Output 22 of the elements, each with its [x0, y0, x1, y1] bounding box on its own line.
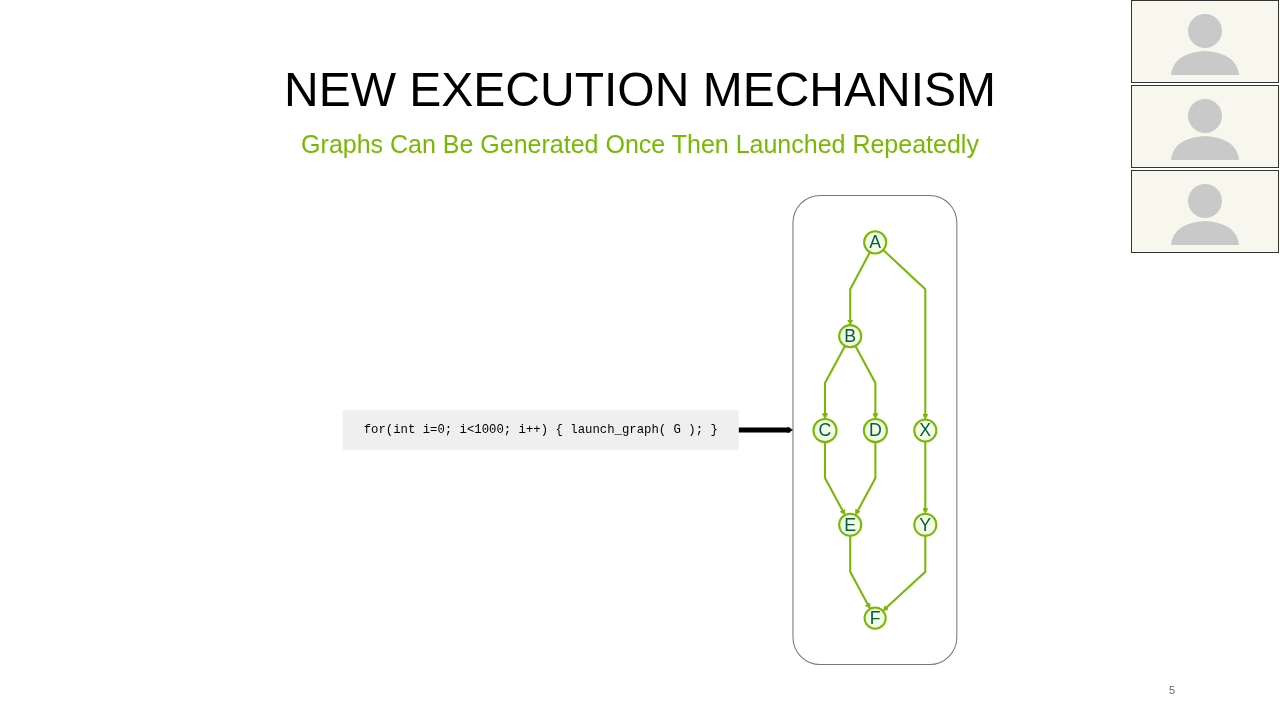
arrow: [822, 345, 846, 420]
slide-title: NEW EXECUTION MECHANISM: [283, 62, 997, 117]
node-circle: A: [863, 230, 888, 255]
node-circle: X: [913, 418, 938, 443]
node-circle: D: [862, 417, 888, 444]
arrow: [849, 535, 871, 610]
arrow: [854, 345, 879, 420]
arrow: [847, 251, 871, 326]
arrow: [823, 442, 846, 516]
node-circle: C: [812, 417, 838, 444]
arrow: [855, 442, 877, 516]
node-circle: F: [863, 606, 887, 630]
arrow: [922, 441, 929, 515]
node-box: for(int i=0; i<1000; i++) { launch_graph( G ); }: [342, 410, 739, 450]
node-circle: B: [838, 324, 863, 349]
page-number: 5: [1168, 684, 1175, 696]
cluster: [792, 194, 958, 666]
node-circle: Y: [913, 512, 938, 537]
slide-subtitle: Graphs Can Be Generated Once Then Launched Repeatedly: [300, 130, 980, 159]
node-circle: E: [838, 512, 863, 537]
arrow: [882, 535, 927, 612]
arrow: [882, 249, 929, 420]
